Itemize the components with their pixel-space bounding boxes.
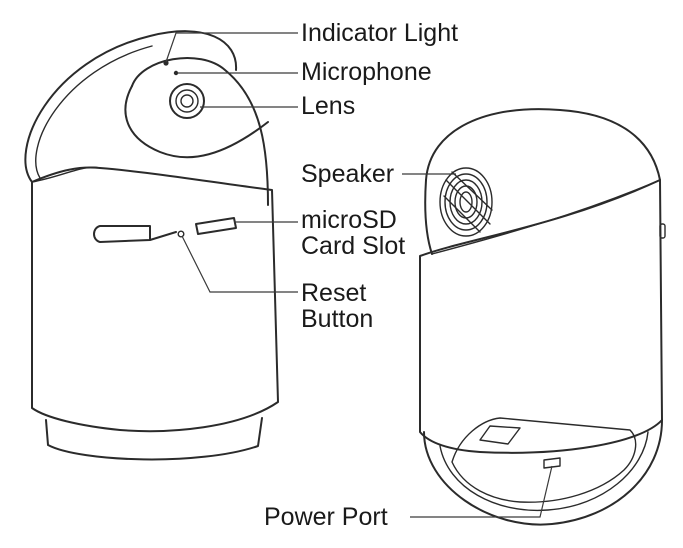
front-head-face-left (124, 85, 269, 159)
rear-dome (425, 108, 661, 181)
front-body-seam (31, 166, 101, 183)
labels: Indicator Light Microphone Lens Speaker … (264, 19, 458, 531)
rear-body-outline (419, 179, 663, 454)
indicator-light-dot (163, 60, 169, 66)
label-reset-line2: Button (301, 305, 373, 333)
front-view-camera (24, 30, 279, 461)
label-reset-line1: Reset (301, 279, 366, 307)
lens-mid (175, 89, 199, 113)
microphone-dot (173, 70, 179, 76)
label-lens: Lens (301, 92, 355, 120)
label-microphone: Microphone (301, 58, 432, 86)
rear-cable-clip (479, 425, 521, 445)
front-head-face (131, 57, 269, 206)
rear-view-camera (419, 108, 666, 526)
rear-bottom-dish-inner (439, 431, 649, 512)
leader-lines (165, 32, 553, 518)
label-microsd-line2: Card Slot (301, 232, 405, 260)
rear-dome-lower (424, 179, 433, 255)
rear-side-notch (659, 223, 666, 239)
reset-hole (177, 230, 185, 238)
leader-reset (181, 235, 298, 293)
front-top-disc-inner (35, 45, 153, 179)
rear-body-seam (431, 179, 661, 255)
front-body-outline (31, 166, 279, 433)
rear-power-port (543, 457, 561, 469)
leader-indicator-light (165, 32, 298, 63)
rear-bottom-dish (423, 419, 663, 526)
label-indicator-light: Indicator Light (301, 19, 458, 47)
front-top-disc (24, 30, 238, 183)
label-speaker: Speaker (301, 160, 394, 188)
microsd-slot (195, 217, 237, 235)
lens-outer (169, 83, 205, 119)
front-base (45, 417, 263, 461)
label-power-port: Power Port (264, 503, 388, 531)
rear-cable-channel (451, 417, 637, 503)
speaker-grille (439, 167, 493, 237)
lens-inner (180, 94, 194, 108)
leader-power-port (410, 465, 553, 518)
eject-pin (93, 225, 177, 243)
label-microsd-line1: microSD (301, 206, 397, 234)
